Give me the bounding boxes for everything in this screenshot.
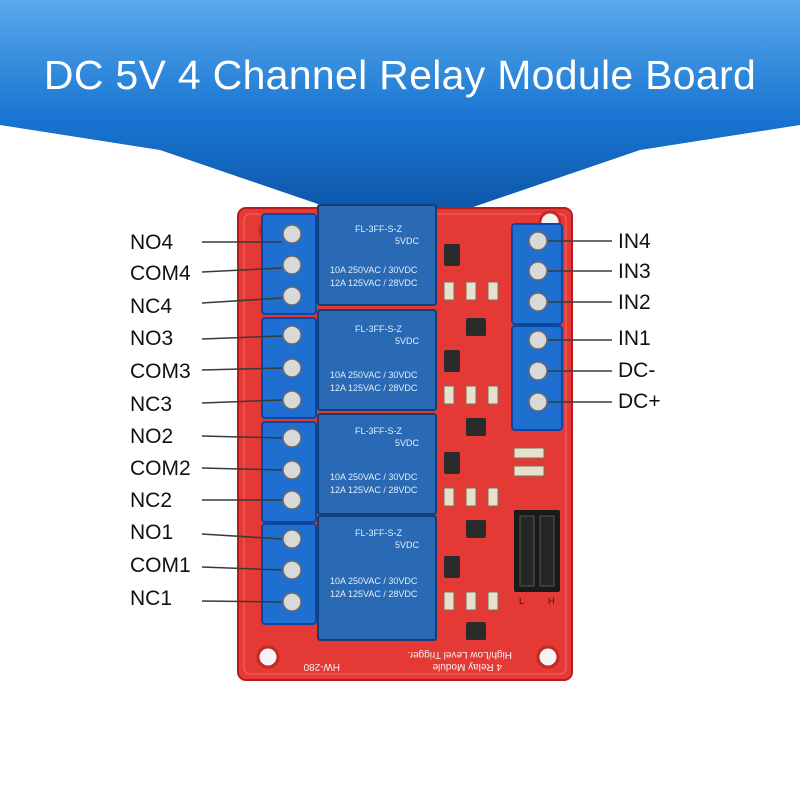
- pin-label-com3: COM3: [130, 360, 191, 383]
- pin-label-no4: NO4: [130, 231, 174, 254]
- relay-coil: 5VDC: [395, 336, 420, 346]
- pin-label-in3: IN3: [618, 260, 651, 283]
- pin-label-com4: COM4: [130, 262, 191, 285]
- pin-label-com2: COM2: [130, 457, 191, 480]
- jumper-high-label: H: [548, 596, 555, 606]
- page-title: DC 5V 4 Channel Relay Module Board: [43, 52, 757, 98]
- pin-label-no2: NO2: [130, 425, 174, 448]
- relay-rating: 10A 250VAC / 30VDC: [330, 472, 418, 482]
- relay-model: FL-3FF-S-Z: [355, 324, 402, 334]
- pin-label-dc-plus: DC+: [618, 390, 661, 413]
- relay-coil: 5VDC: [395, 438, 420, 448]
- pin-label-no1: NO1: [130, 521, 174, 544]
- relay-rating: 10A 250VAC / 30VDC: [330, 576, 418, 586]
- pin-label-nc2: NC2: [130, 489, 173, 512]
- pin-label-in4: IN4: [618, 230, 651, 253]
- board-model: HW-280: [303, 661, 340, 672]
- relay-rating: 10A 250VAC / 30VDC: [330, 265, 418, 275]
- pin-label-nc4: NC4: [130, 295, 173, 318]
- board-trigger: High/Low Level Trigger.: [407, 649, 512, 660]
- relay-rating: 10A 250VAC / 30VDC: [330, 370, 418, 380]
- jumper-low-label: L: [519, 596, 524, 606]
- screw-icon: [282, 224, 302, 612]
- pin-label-dc-minus: DC-: [618, 359, 656, 382]
- relay-labels: FL-3FF-S-Z 5VDC 10A 250VAC / 30VDC 12A 1…: [330, 224, 420, 599]
- relay-model: FL-3FF-S-Z: [355, 426, 402, 436]
- relay-group: [317, 204, 437, 641]
- pin-label-no3: NO3: [130, 327, 174, 350]
- pin-label-com1: COM1: [130, 554, 191, 577]
- pin-label-nc3: NC3: [130, 393, 173, 416]
- relay-model: FL-3FF-S-Z: [355, 528, 402, 538]
- relay-coil: 5VDC: [395, 236, 420, 246]
- relay-model: FL-3FF-S-Z: [355, 224, 402, 234]
- pin-label-nc1: NC1: [130, 587, 173, 610]
- jumper-header: [514, 510, 560, 592]
- relay-rating: 12A 125VAC / 28VDC: [330, 383, 418, 393]
- relay-rating: 12A 125VAC / 28VDC: [330, 278, 418, 288]
- leader-lines-right: [548, 240, 612, 403]
- relay-rating: 12A 125VAC / 28VDC: [330, 589, 418, 599]
- pin-label-in1: IN1: [618, 327, 651, 350]
- relay-rating: 12A 125VAC / 28VDC: [330, 485, 418, 495]
- board-module-name: 4 Relay Module: [432, 661, 502, 672]
- smd-components: [444, 244, 486, 640]
- relay-coil: 5VDC: [395, 540, 420, 550]
- pin-label-in2: IN2: [618, 291, 651, 314]
- leader-lines-left: [201, 241, 283, 603]
